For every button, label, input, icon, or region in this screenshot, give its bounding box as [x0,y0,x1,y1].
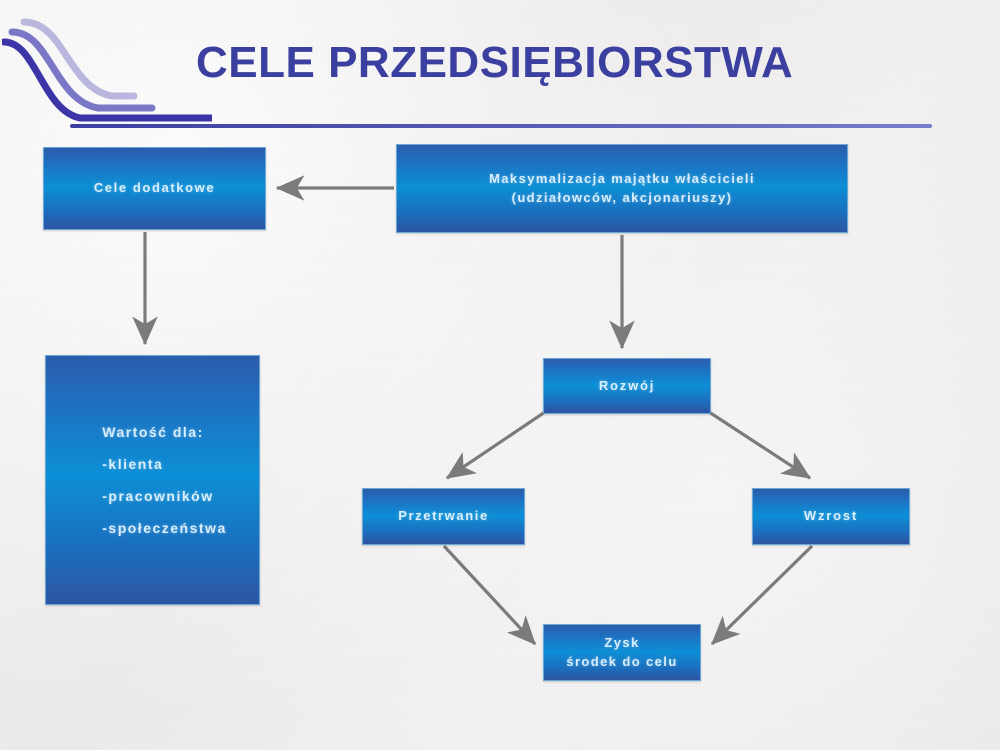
node-maksymalizacja-majatku-label: Maksymalizacja majątku właścicieli (udzi… [489,170,755,205]
node-wzrost-label: Wzrost [803,508,859,524]
node-maksymalizacja-majatku: Maksymalizacja majątku właścicieli (udzi… [396,144,848,233]
page-title: CELE PRZEDSIĘBIORSTWA [196,38,794,87]
node-zysk-label: Zysk środek do celu [566,634,678,669]
swoosh-wave-logo-icon [2,18,212,122]
node-wartosc-dla-label: Wartość dla: -klienta -pracowników -społ… [102,423,227,537]
node-wzrost: Wzrost [752,488,910,545]
node-zysk: Zysk środek do celu [543,624,701,681]
node-rozwoj: Rozwój [543,358,711,414]
node-przetrwanie: Przetrwanie [362,488,525,545]
node-wartosc-dla: Wartość dla: -klienta -pracowników -społ… [45,355,260,605]
connector-rozwoj-to-przetrwanie [445,410,546,480]
connector-przetrwanie-to-zysk [442,544,537,646]
slide-header: CELE PRZEDSIĘBIORSTWA [0,0,1000,136]
connector-wzrost-to-zysk [710,544,814,646]
node-cele-dodatkowe: Cele dodatkowe [43,147,266,230]
connector-rozwoj-to-wzrost [708,410,812,480]
node-rozwoj-label: Rozwój [598,377,656,393]
node-cele-dodatkowe-label: Cele dodatkowe [93,180,216,196]
title-underline-rule [70,124,932,128]
node-przetrwanie-label: Przetrwanie [398,508,489,524]
